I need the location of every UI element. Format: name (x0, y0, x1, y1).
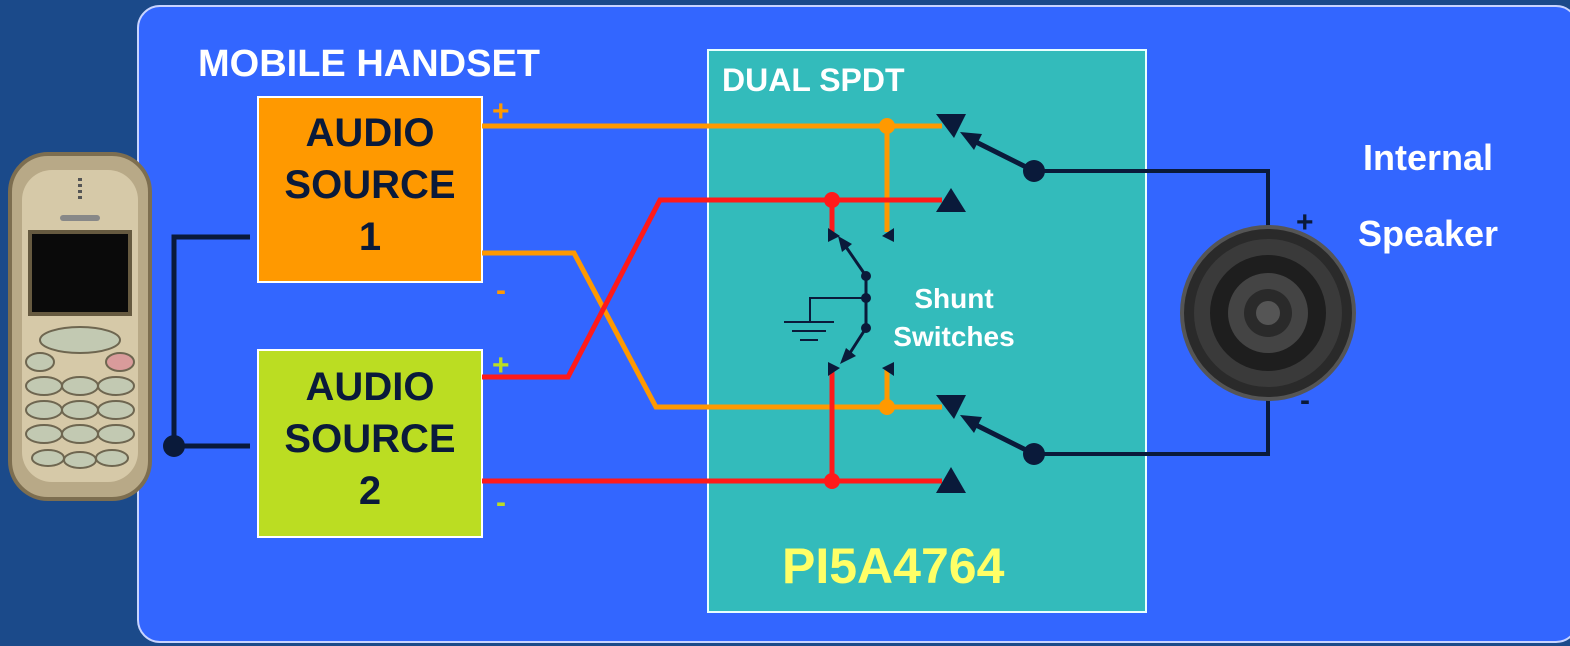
speaker-label-line2: Speaker (1358, 213, 1498, 254)
source2-line2: SOURCE (284, 417, 455, 461)
shunt-label-line1: Shunt (914, 283, 993, 314)
audio-source-1: AUDIO SOURCE 1 (258, 97, 482, 282)
source1-minus-node (879, 399, 895, 415)
speaker-icon (1182, 227, 1354, 399)
source2-line3: 2 (359, 469, 381, 513)
speaker-plus: + (1296, 206, 1314, 239)
speaker-minus: - (1300, 384, 1310, 417)
source1-line3: 1 (359, 215, 381, 259)
source1-minus: - (496, 274, 506, 307)
audio-source-2: AUDIO SOURCE 2 (258, 350, 482, 537)
source1-plus-node (879, 118, 895, 134)
speaker-label-line1: Internal (1363, 137, 1493, 178)
chip-part-number: PI5A4764 (782, 538, 1005, 594)
source2-minus: - (496, 486, 506, 519)
source2-line1: AUDIO (306, 365, 435, 409)
shunt-label-line2: Switches (893, 321, 1014, 352)
source1-line1: AUDIO (306, 111, 435, 155)
source2-plus-node (824, 192, 840, 208)
chip-title: DUAL SPDT (722, 62, 905, 98)
handset-title: MOBILE HANDSET (198, 43, 540, 85)
source2-minus-node (824, 473, 840, 489)
mobile-phone-icon (10, 154, 150, 499)
source1-plus: + (492, 95, 510, 128)
source1-line2: SOURCE (284, 163, 455, 207)
